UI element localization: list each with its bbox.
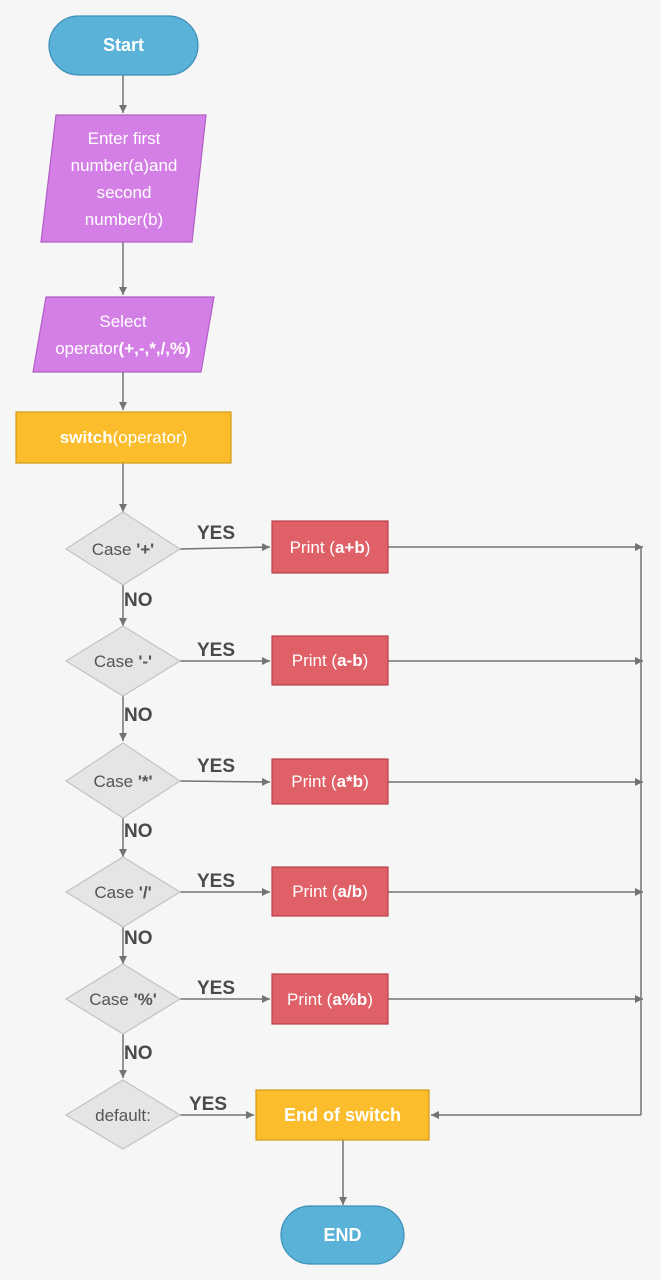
- input-parallelogram: [40, 114, 207, 243]
- no-label-case-mod: NO: [124, 1043, 153, 1064]
- yes-label-case-mul: YES: [197, 756, 236, 777]
- yes-label-case-div: YES: [197, 871, 236, 892]
- decision-case-plus: [64, 511, 182, 586]
- yes-label-case-minus: YES: [197, 640, 236, 661]
- print-box-mul: [271, 758, 389, 805]
- no-label-case-minus: NO: [124, 705, 153, 726]
- print-box-add: [271, 520, 389, 574]
- yes-label-default: YES: [189, 1094, 228, 1115]
- decision-case-minus: [64, 625, 182, 697]
- connector-case1-print: [179, 543, 271, 552]
- print-box-div: [271, 866, 389, 917]
- no-label-case-div: NO: [124, 928, 153, 949]
- no-label-case-plus: NO: [124, 590, 153, 611]
- switch-process-box: [15, 411, 232, 464]
- end-terminal: [280, 1205, 405, 1265]
- no-label-case-mul: NO: [124, 821, 153, 842]
- start-terminal: [48, 15, 199, 76]
- decision-case-div: [64, 856, 182, 928]
- decision-case-mod: [64, 963, 182, 1035]
- select-parallelogram: [32, 296, 215, 373]
- print-box-sub: [271, 635, 389, 686]
- end-of-switch-box: [255, 1089, 430, 1141]
- yes-label-case-plus: YES: [197, 523, 236, 544]
- print-box-mod: [271, 973, 389, 1025]
- connector-case3-print: [179, 777, 271, 786]
- yes-label-case-mod: YES: [197, 978, 236, 999]
- decision-case-mul: [64, 742, 182, 819]
- decision-default: [64, 1079, 182, 1150]
